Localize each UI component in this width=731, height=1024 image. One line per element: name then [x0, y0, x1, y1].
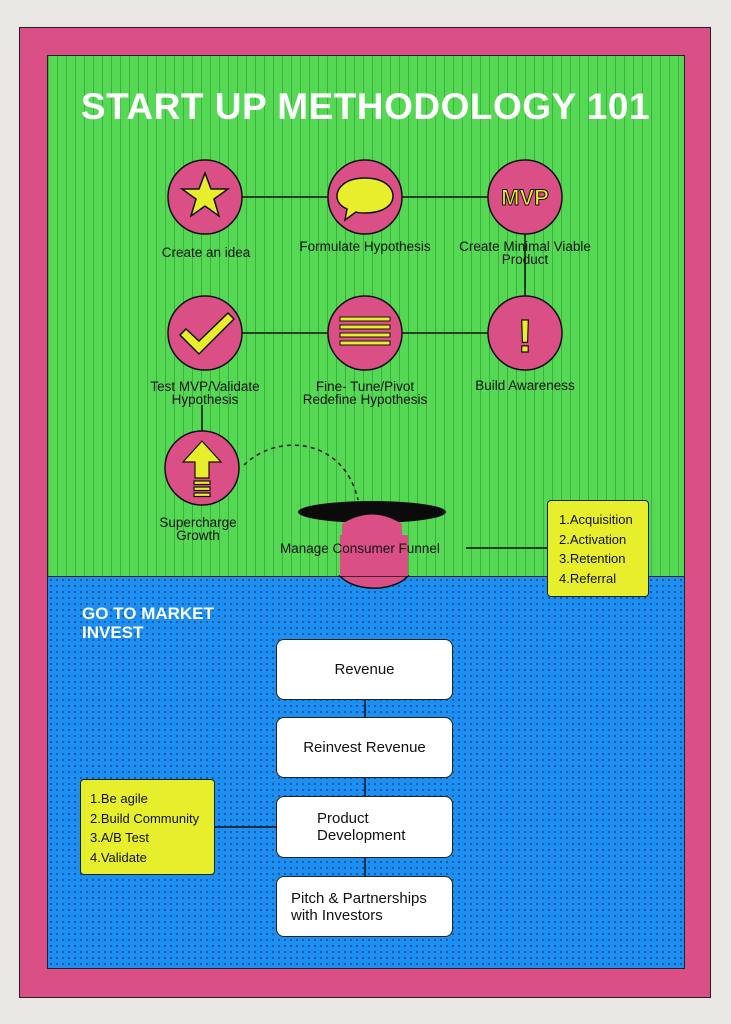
- development-practices-list: 1.Be agile 2.Build Community 3.A/B Test …: [80, 779, 215, 875]
- list-item: 3.A/B Test: [90, 830, 150, 845]
- exclamation-icon: !: [517, 310, 532, 362]
- funnel-stages-list: 1.Acquisition 2.Activation 3.Retention 4…: [547, 500, 649, 597]
- step-label-supercharge-growth: Supercharge Growth: [159, 515, 237, 543]
- pitch-partnerships-label: Pitch & Partnerships with Investors: [291, 889, 427, 924]
- mvp-badge-icon: MVP: [501, 185, 549, 210]
- node-create-mvp: [487, 159, 563, 235]
- list-item: 2.Activation: [559, 531, 627, 547]
- step-label-build-awareness: Build Awareness: [475, 378, 575, 393]
- step-label-fine-tune: Fine- Tune/Pivot Redefine Hypothesis: [302, 379, 428, 407]
- funnel-label: Manage Consumer Funnel: [280, 541, 440, 556]
- reinvest-revenue-box: Reinvest Revenue: [276, 717, 453, 778]
- list-item: 2.Build Community: [90, 810, 200, 826]
- invest-heading: INVEST: [82, 623, 144, 642]
- step-label-formulate-hypothesis: Formulate Hypothesis: [299, 239, 431, 254]
- pitch-partnerships-box: Pitch & Partnerships with Investors: [276, 876, 453, 937]
- funnel-hole: [298, 501, 446, 589]
- revenue-label: Revenue: [334, 661, 395, 678]
- up-arrow-icon: [181, 440, 223, 498]
- checkmark-icon: [178, 311, 236, 356]
- star-icon: [179, 170, 231, 218]
- product-development-label: Product Development: [317, 810, 406, 844]
- revenue-box: Revenue: [276, 639, 453, 700]
- reinvest-revenue-label: Reinvest Revenue: [303, 739, 426, 756]
- growth-dashed-path: [243, 444, 359, 501]
- page-title: START UP METHODOLOGY 101: [80, 86, 651, 127]
- step-label-test-mvp: Test MVP/Validate Hypothesis: [150, 379, 260, 407]
- list-item: 1.Be agile: [90, 791, 148, 806]
- go-to-market-heading: GO TO MARKET: [82, 604, 214, 623]
- product-development-box: Product Development: [276, 796, 453, 858]
- speech-bubble-icon: [336, 177, 394, 222]
- node-test-mvp: [167, 295, 243, 371]
- node-build-awareness: [487, 295, 563, 371]
- list-item: 4.Referral: [559, 570, 617, 586]
- step-label-create-mvp: Create Minimal Viable Product: [459, 239, 591, 267]
- step-label-create-idea: Create an idea: [161, 245, 251, 260]
- list-item: 1.Acquisition: [559, 512, 633, 527]
- list-item: 4.Validate: [90, 849, 147, 865]
- list-item: 3.Retention: [559, 551, 626, 566]
- lines-icon: [339, 316, 391, 346]
